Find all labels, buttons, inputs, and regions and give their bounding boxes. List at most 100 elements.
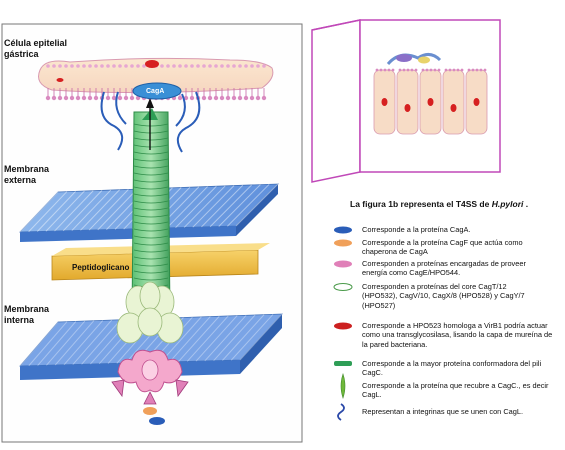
legend-item-text: chaperona de CagA [362, 247, 428, 257]
membrane-stripe [54, 190, 94, 232]
lipid-head [130, 64, 134, 68]
lipid-head [94, 64, 98, 68]
pilus-ring [133, 263, 169, 267]
lipid-head [123, 95, 129, 101]
lipid-head [118, 64, 122, 68]
membrane-stripe [46, 320, 86, 366]
legend-item-text: la pared bacteriana. [362, 339, 428, 349]
inset-cell-nucleus [427, 98, 434, 106]
inset-microvillus [398, 68, 402, 72]
membrane-stripe [178, 315, 220, 363]
pilus-ring [133, 214, 169, 218]
lipid-head [196, 64, 200, 68]
inner-membrane-label-line2: interna [4, 315, 35, 325]
lipid-head [136, 64, 140, 68]
lipid-head [219, 95, 225, 101]
lipid-head [262, 64, 266, 68]
cell-nucleus [145, 60, 159, 68]
membrane-stripe [71, 189, 112, 231]
inset-microvillus [456, 68, 460, 72]
legend-item-integrins: Representan a integrinas que se unen con… [362, 407, 562, 416]
membrane-stripe [36, 191, 76, 232]
inset-microvillus [406, 68, 410, 72]
membrane-stripe [195, 315, 238, 362]
pilus-ring [133, 277, 169, 281]
inset-cell [442, 69, 465, 135]
lipid-head [129, 95, 135, 101]
pilus-ring [133, 130, 169, 134]
membrane-stripe [80, 189, 120, 231]
membrane-stripe [37, 321, 77, 366]
membrane-stripe [19, 321, 59, 367]
lipid-head [172, 64, 176, 68]
lipid-head [100, 64, 104, 68]
membrane-stripe [186, 315, 229, 362]
lipid-head [177, 95, 183, 101]
lipid-head [63, 95, 69, 101]
inset-microvillus [421, 68, 425, 72]
lipid-head [189, 95, 195, 101]
legend-item-core: Corresponden a proteínas del core CagT/1… [362, 282, 562, 310]
legend-item-caga: Corresponde a la proteína CagA. [362, 225, 562, 234]
lipid-head [82, 64, 86, 68]
membrane-stripe [222, 314, 265, 361]
membrane-stripe [72, 319, 113, 365]
lipid-head [208, 64, 212, 68]
membrane-stripe [239, 313, 283, 361]
cell-granule [56, 78, 64, 82]
membrane-stripe [175, 185, 217, 229]
membrane-stripe [235, 183, 279, 227]
legend-title: La figura 1b representa el T4SS de H.pyl… [350, 199, 528, 209]
inset-cell-nucleus [404, 104, 411, 112]
caga-protein-bottom [149, 417, 165, 425]
legend-item-text: energía como CagE/HPO544. [362, 268, 461, 278]
pilus-ring [133, 165, 169, 169]
lipid-head [70, 64, 74, 68]
cell-label: Célula epitelial gástrica [4, 38, 67, 60]
inset-microvillus [433, 68, 437, 72]
membrane-stripe [62, 190, 103, 232]
lipid-head [238, 64, 242, 68]
core-complex [116, 281, 184, 344]
lipid-head [183, 95, 189, 101]
lipid-head [111, 95, 117, 101]
membrane-stripe [19, 191, 59, 233]
pilus-ring [133, 256, 169, 260]
lipid-head [51, 95, 57, 101]
caga-protein [132, 82, 182, 100]
inset-microvillus [429, 68, 433, 72]
legend-item-text: Corresponden a proteínas del core CagT/1… [362, 282, 507, 291]
inset-microvillus [452, 68, 456, 72]
inset-microvillus [391, 68, 395, 72]
lipid-head [88, 64, 92, 68]
lipid-head [184, 64, 188, 68]
legend-item-text: CagC. [362, 368, 383, 378]
lipid-head [112, 64, 116, 68]
inset-panel [311, 19, 501, 183]
membrane-stripe [166, 186, 208, 229]
lipid-head [45, 95, 51, 101]
legend-item-text: CagL. [362, 390, 382, 400]
pilus-ring [133, 144, 169, 148]
lipid-head [249, 95, 255, 101]
legend-item-cagl: Corresponde a la proteína que recubre a … [362, 381, 562, 400]
lipid-head [69, 95, 75, 101]
lipid-head [105, 95, 111, 101]
lipid-head [201, 95, 207, 101]
pilus-ring [133, 137, 169, 141]
inset-microvillus [387, 68, 391, 72]
pilus-ring [133, 221, 169, 225]
membrane-stripe [45, 190, 85, 232]
pilus-ring [133, 172, 169, 176]
pilus-ring [133, 186, 169, 190]
inner-membrane-label-line1: Membrana [4, 304, 50, 314]
inset-cell-nucleus [381, 98, 388, 106]
lipid-head [202, 64, 206, 68]
membrane-stripe [230, 313, 274, 361]
lipid-head [213, 95, 219, 101]
legend-item-cagf: Corresponde a la proteína CagF que actúa… [362, 238, 562, 257]
legend-item-hpo523: Corresponde a HPO523 homologa a VirB1 po… [362, 321, 562, 349]
lipid-head [232, 64, 236, 68]
cell-label-line2: gástrica [4, 49, 39, 59]
